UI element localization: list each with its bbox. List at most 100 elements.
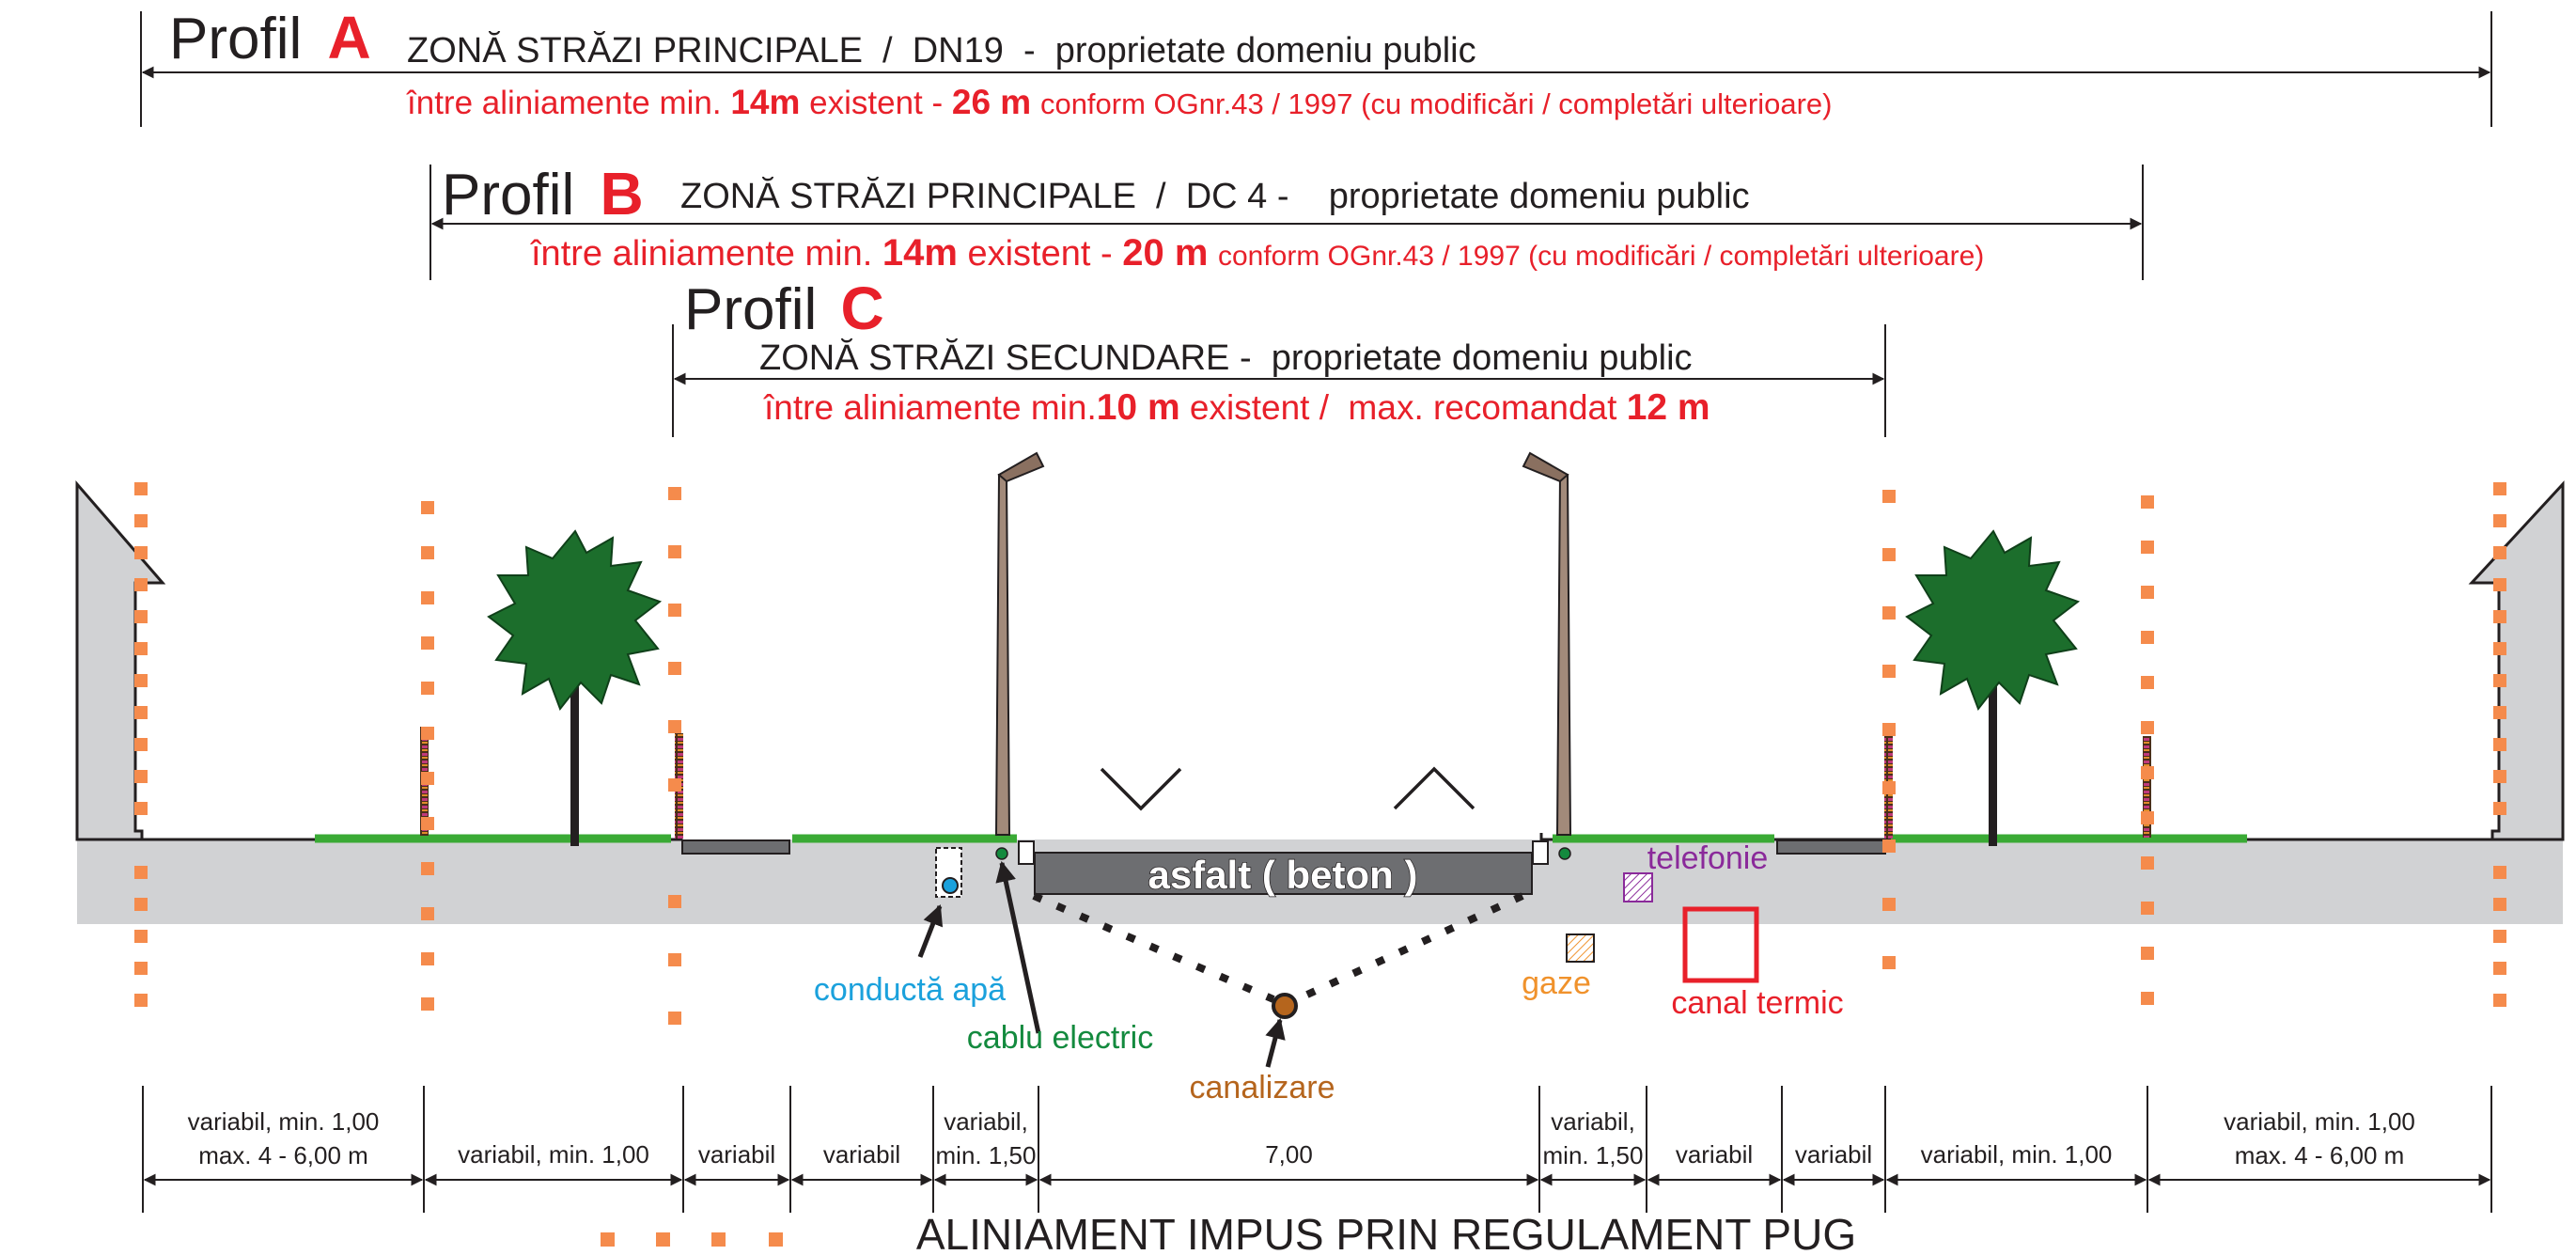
alignment-dot bbox=[421, 772, 434, 785]
profile-b-letter: B bbox=[601, 160, 644, 227]
dimension-label: variabil, min. 1,00 bbox=[458, 1140, 649, 1169]
dimension-label: variabil, bbox=[1551, 1107, 1635, 1136]
alignment-dot bbox=[421, 546, 434, 559]
alignment-dot bbox=[134, 610, 148, 623]
bottom-dimensions: variabil, min. 1,00 max. 4 - 6,00 m variab… bbox=[142, 1086, 2492, 1213]
alignment-dot bbox=[668, 895, 681, 908]
dimension-label: 7,00 bbox=[1265, 1140, 1313, 1169]
alignment-dot bbox=[421, 636, 434, 650]
alignment-dot bbox=[134, 482, 148, 495]
alignment-dot bbox=[2493, 674, 2506, 687]
alignment-dot bbox=[2141, 586, 2154, 599]
alignment-dot bbox=[1882, 781, 1896, 794]
dimension-label: variabil, min. 1,00 bbox=[1921, 1140, 2113, 1169]
profile-c-letter: C bbox=[841, 275, 884, 342]
left-curb bbox=[1018, 840, 1035, 865]
profile-b-title: ZONĂ STRĂZI PRINCIPALE / DC 4 - propriet… bbox=[680, 176, 1750, 216]
alignment-lines bbox=[134, 482, 2506, 1025]
svg-text:între aliniamente min.10 m exi: între aliniamente min.10 m existent / ma… bbox=[763, 387, 1710, 428]
profile-c-title: ZONĂ STRĂZI SECUNDARE - proprietate dome… bbox=[759, 337, 1693, 378]
alignment-dot bbox=[134, 674, 148, 687]
label-electric-cable: cablu electric bbox=[967, 1020, 1153, 1056]
electric-cable-left bbox=[995, 847, 1008, 860]
right-street-lamp bbox=[1522, 451, 1572, 836]
alignment-dot bbox=[421, 591, 434, 604]
alignment-dot bbox=[134, 546, 148, 559]
profile-b-sub-1: între aliniamente min. bbox=[530, 234, 872, 274]
dimension-label: variabil, min. 1,00 bbox=[2224, 1107, 2415, 1136]
alignment-dot bbox=[2141, 721, 2154, 734]
legend-alignment-swatch-icon bbox=[601, 1232, 783, 1247]
alignment-dot bbox=[2493, 546, 2506, 559]
alignment-dot bbox=[2141, 495, 2154, 509]
svg-text:Profil B: Profil B bbox=[442, 160, 644, 227]
alignment-dot bbox=[668, 487, 681, 500]
alignment-dot bbox=[421, 817, 434, 830]
dimension-label: variabil, bbox=[944, 1107, 1028, 1136]
asphalt-road bbox=[1034, 852, 1533, 895]
alignment-dot bbox=[668, 778, 681, 792]
alignment-dot bbox=[134, 994, 148, 1007]
svg-text:între aliniamente min. 14m exi: între aliniamente min. 14m existent - 26… bbox=[406, 83, 1832, 121]
alignment-dot bbox=[2141, 766, 2154, 779]
alignment-dot bbox=[2141, 541, 2154, 554]
profile-b-sub-2: 14m bbox=[882, 232, 958, 274]
dimension-label: max. 4 - 6,00 m bbox=[2235, 1141, 2405, 1169]
alignment-dot bbox=[1882, 665, 1896, 678]
alignment-dot bbox=[1882, 956, 1896, 969]
alignment-dot bbox=[2493, 706, 2506, 719]
alignment-dot bbox=[134, 514, 148, 527]
water-pipe bbox=[935, 847, 962, 898]
profile-b-sub-3: existent - bbox=[967, 234, 1112, 274]
profile-c-sub-4: 12 m bbox=[1627, 387, 1710, 428]
label-sewer: canalizare bbox=[1190, 1070, 1335, 1106]
alignment-dot bbox=[421, 907, 434, 920]
label-phone: telefonie bbox=[1647, 840, 1769, 876]
alignment-dot bbox=[2141, 947, 2154, 960]
profile-b-word: Profil bbox=[442, 163, 574, 227]
alignment-dot bbox=[1882, 606, 1896, 620]
alignment-dot bbox=[421, 862, 434, 875]
alignment-dot bbox=[2493, 578, 2506, 591]
profile-b-sub-5: conform OGnr.43 / 1997 (cu modificări / … bbox=[1218, 241, 1984, 272]
profile-b-header: Profil B ZONĂ STRĂZI PRINCIPALE / DC 4 -… bbox=[429, 160, 2144, 280]
dimension-label: variabil bbox=[823, 1140, 900, 1169]
alignment-dot bbox=[2493, 962, 2506, 975]
alignment-dot bbox=[2493, 930, 2506, 943]
label-thermal-channel: canal termic bbox=[1671, 985, 1843, 1021]
alignment-dot bbox=[134, 738, 148, 751]
profile-a-sub-3: existent - bbox=[809, 85, 943, 121]
electric-cable-right bbox=[1558, 847, 1571, 860]
dimension-label: min. 1,50 bbox=[1543, 1141, 1644, 1169]
alignment-dot bbox=[1882, 490, 1896, 503]
dimension-label: min. 1,50 bbox=[936, 1141, 1037, 1169]
alignment-dot bbox=[2493, 770, 2506, 783]
profile-c-word: Profil bbox=[684, 277, 817, 342]
alignment-dot bbox=[668, 545, 681, 558]
alignment-dot bbox=[2493, 642, 2506, 655]
alignment-dot bbox=[2141, 811, 2154, 824]
profile-c-sub-2: 10 m bbox=[1097, 387, 1180, 428]
alignment-dot bbox=[2493, 514, 2506, 527]
alignment-dot bbox=[134, 578, 148, 591]
alignment-dot bbox=[1882, 548, 1896, 561]
alignment-dot bbox=[421, 952, 434, 965]
lane-direction-down-icon bbox=[1100, 767, 1182, 811]
profile-a-letter: A bbox=[328, 4, 371, 71]
right-tree-icon bbox=[1905, 529, 2081, 846]
alignment-dot bbox=[2493, 994, 2506, 1007]
profile-c-sub-3: existent / max. recomandat bbox=[1190, 388, 1617, 427]
label-gas: gaze bbox=[1522, 965, 1591, 1001]
profile-a-title: ZONĂ STRĂZI PRINCIPALE / DN19 - propriet… bbox=[407, 30, 1476, 71]
alignment-dot bbox=[2141, 902, 2154, 915]
alignment-dot bbox=[421, 682, 434, 695]
alignment-dot bbox=[2141, 676, 2154, 689]
alignment-dot bbox=[2493, 866, 2506, 879]
right-building bbox=[2468, 480, 2565, 841]
alignment-dot bbox=[134, 962, 148, 975]
dimension-label: variabil bbox=[1795, 1140, 1872, 1169]
alignment-dot bbox=[2493, 802, 2506, 815]
dimension-label: max. 4 - 6,00 m bbox=[198, 1141, 368, 1169]
profile-a-sub-4: 26 m bbox=[952, 83, 1031, 121]
